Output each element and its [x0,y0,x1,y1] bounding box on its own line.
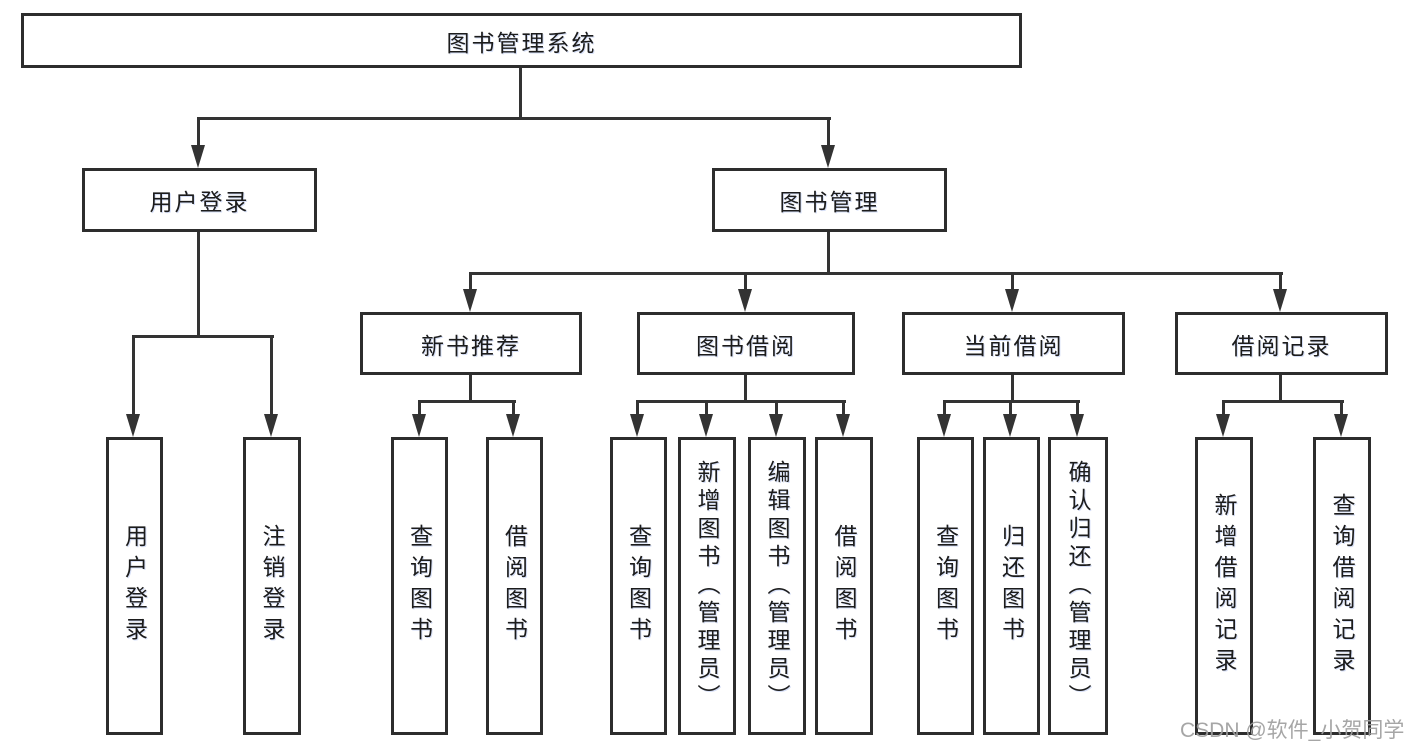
node-label: 图书管理 [779,189,880,215]
node-book-borrow: 图书借阅 [637,312,855,375]
node-borrow-records: 借阅记录 [1175,312,1388,375]
connector-line [1076,400,1079,420]
arrowhead-down-icon [506,414,520,437]
node-current-borrow: 当前借阅 [902,312,1125,375]
connector-line [1009,400,1012,420]
connector-line [827,117,830,150]
leaf-add-book-admin: 新增图书（管理员） [678,437,736,735]
leaf-query-books-borrow: 查询图书 [610,437,667,735]
connector-line [418,400,516,403]
node-user-login: 用户登录 [82,168,317,232]
connector-line [512,400,515,420]
node-root-system: 图书管理系统 [21,13,1022,68]
connector-line [270,335,273,420]
connector-line [1222,400,1225,420]
connector-line [1340,400,1343,420]
node-label: 图书借阅 [696,332,796,359]
arrowhead-down-icon [821,145,835,168]
arrowhead-down-icon [1334,414,1348,437]
connector-line [1279,272,1282,294]
connector-line [1011,272,1014,294]
node-label: 确认归还（管理员） [1065,460,1091,712]
connector-line [132,335,274,338]
node-label: 用户登录 [121,524,148,648]
leaf-borrow-books-recommend: 借阅图书 [486,437,543,735]
node-new-book-recommend: 新书推荐 [360,312,582,375]
arrowhead-down-icon [630,414,644,437]
connector-line [418,400,421,420]
csdn-watermark: CSDN @软件_小贺同学 [1180,719,1405,742]
connector-line [1222,400,1344,403]
node-label: 新增图书（管理员） [694,460,720,712]
connector-line [469,272,472,294]
node-label: 查询借阅记录 [1329,493,1355,679]
connector-line [197,117,831,120]
node-book-management: 图书管理 [712,168,947,232]
connector-line [744,375,747,403]
arrowhead-down-icon [1216,414,1230,437]
arrowhead-down-icon [937,414,951,437]
connector-line [132,335,135,420]
node-label: 新书推荐 [421,332,521,359]
leaf-edit-book-admin: 编辑图书（管理员） [748,437,806,735]
connector-line [705,400,708,420]
connector-line [1279,375,1282,403]
node-label: 编辑图书（管理员） [764,460,790,712]
arrowhead-down-icon [191,145,205,168]
node-label: 查询图书 [932,524,959,648]
arrowhead-down-icon [1273,289,1287,312]
leaf-return-book: 归还图书 [983,437,1040,735]
connector-line [197,117,200,150]
connector-line [827,232,830,275]
connector-line [469,272,1283,275]
arrowhead-down-icon [463,289,477,312]
leaf-query-books-recommend: 查询图书 [391,437,448,735]
leaf-query-borrow-record: 查询借阅记录 [1313,437,1371,735]
node-label: 借阅记录 [1231,332,1332,359]
leaf-query-books-current: 查询图书 [917,437,974,735]
arrowhead-down-icon [836,414,850,437]
node-label: 借阅图书 [831,524,857,648]
arrowhead-down-icon [769,414,783,437]
leaf-borrow-books: 借阅图书 [815,437,873,735]
node-label: 借阅图书 [501,524,528,648]
connector-line [1011,375,1014,403]
arrowhead-down-icon [264,414,278,437]
node-label: 图书管理系统 [446,29,597,56]
arrowhead-down-icon [126,414,140,437]
leaf-add-borrow-record: 新增借阅记录 [1195,437,1253,735]
leaf-confirm-return-admin: 确认归还（管理员） [1048,437,1108,735]
connector-line [775,400,778,420]
node-label: 查询图书 [625,524,652,648]
arrowhead-down-icon [1003,414,1017,437]
arrowhead-down-icon [699,414,713,437]
node-label: 用户登录 [149,189,250,215]
leaf-logout: 注销登录 [243,437,301,735]
leaf-user-login: 用户登录 [106,437,163,735]
connector-line [636,400,639,420]
node-label: 当前借阅 [963,332,1064,359]
connector-line [469,375,472,403]
connector-line [636,400,846,403]
connector-line [197,232,200,338]
connector-line [943,400,946,420]
connector-line [842,400,845,420]
arrowhead-down-icon [1070,414,1084,437]
node-label: 新增借阅记录 [1211,493,1237,679]
arrowhead-down-icon [412,414,426,437]
arrowhead-down-icon [738,289,752,312]
arrowhead-down-icon [1005,289,1019,312]
node-label: 注销登录 [259,524,285,648]
connector-line [744,272,747,294]
node-label: 归还图书 [998,524,1025,648]
connector-line [519,68,522,120]
node-label: 查询图书 [406,524,433,648]
